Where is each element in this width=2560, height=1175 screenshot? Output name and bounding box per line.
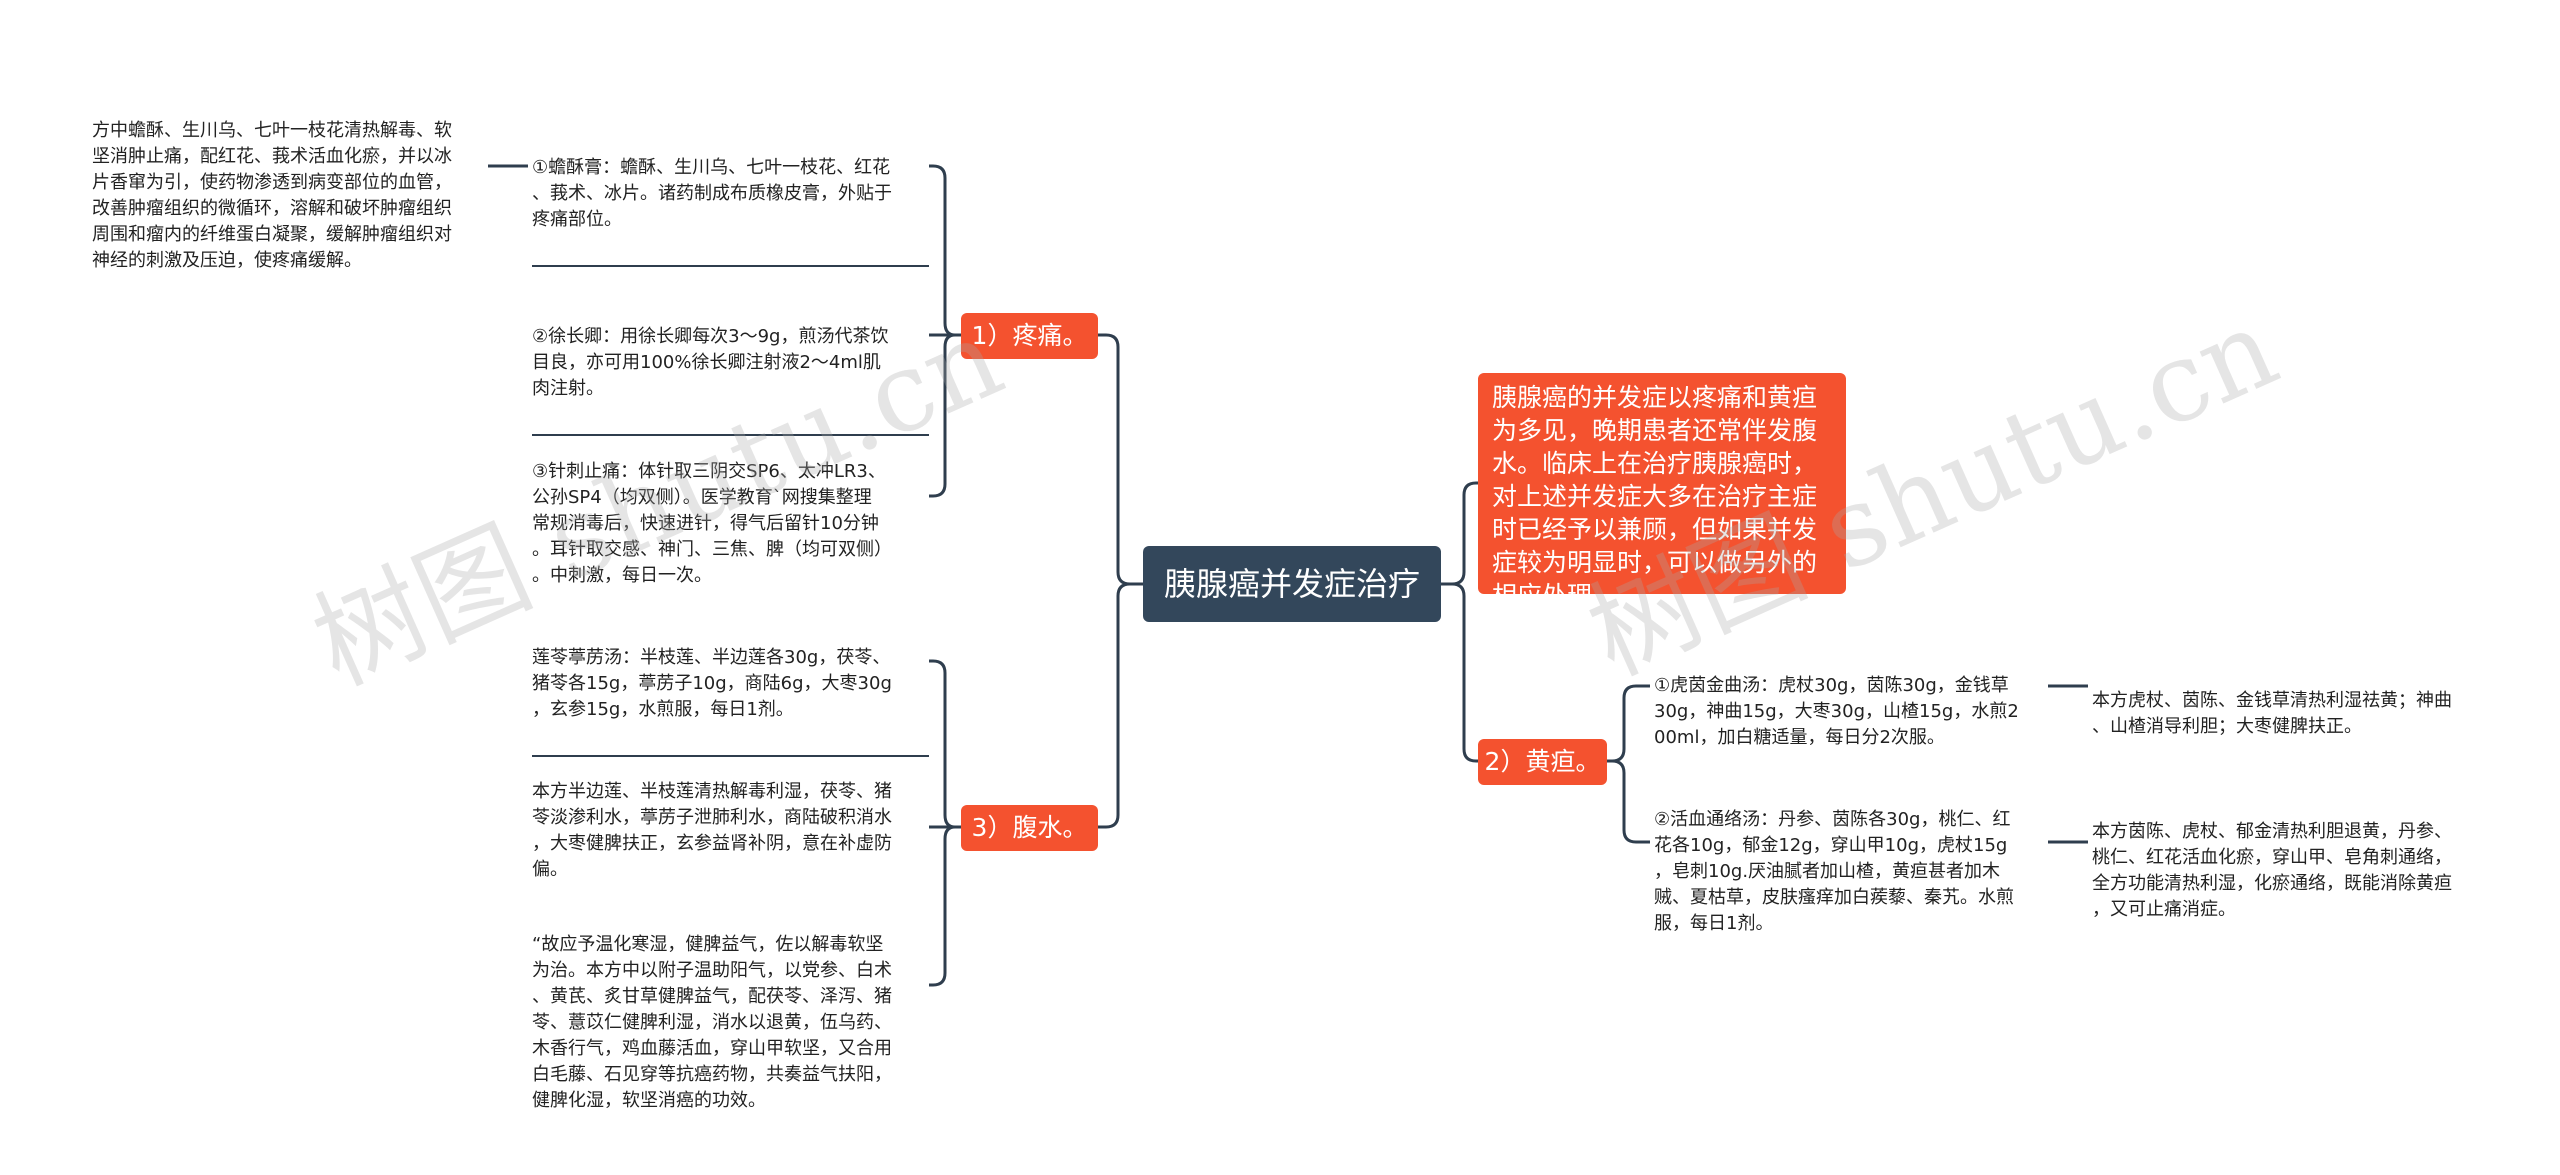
pain-leaf-xuchangqing-text: ②徐长卿：用徐长卿每次3～9g，煎汤代茶饮 目良，亦可用100%徐长卿注射液2～… xyxy=(532,326,889,399)
branch-ascites[interactable]: 3）腹水。 xyxy=(961,805,1098,851)
ascites-leaf-method[interactable]: “故应予温化寒湿，健脾益气，佐以解毒软坚 为治。本方中以附子温助阳气，以党参、白… xyxy=(532,906,929,1114)
jaundice-leaf-huyin-note[interactable]: 本方虎杖、茵陈、金钱草清热利湿祛黄；神曲 、山楂消导利胆；大枣健脾扶正。 xyxy=(2092,662,2494,740)
jaundice-leaf-huyin-note-text: 本方虎杖、茵陈、金钱草清热利湿祛黄；神曲 、山楂消导利胆；大枣健脾扶正。 xyxy=(2092,690,2452,737)
jaundice-leaf-huyin[interactable]: ①虎茵金曲汤：虎杖30g，茵陈30g，金钱草 30g，神曲15g，大枣30g，山… xyxy=(1654,647,2048,751)
link-root-ascites xyxy=(1098,582,1143,829)
jaundice-leaf-huoxue-text: ②活血通络汤：丹参、茵陈各30g，桃仁、红 花各10g，郁金12g，穿山甲10g… xyxy=(1654,809,2014,934)
jaundice-leaf-huoxue[interactable]: ②活血通络汤：丹参、茵陈各30g，桃仁、红 花各10g，郁金12g，穿山甲10g… xyxy=(1654,781,2048,937)
pain-leaf-toad-plaster[interactable]: ①蟾酥膏：蟾酥、生川乌、七叶一枝花、红花 、莪术、冰片。诸药制成布质橡皮膏，外贴… xyxy=(532,129,929,267)
jaundice-leaf-huoxue-note-text: 本方茵陈、虎杖、郁金清热利胆退黄，丹参、 桃仁、红花活血化瘀，穿山甲、皂角刺通络… xyxy=(2092,821,2452,920)
link-ascites-leaf3 xyxy=(929,825,961,987)
jaundice-leaf-huyin-text: ①虎茵金曲汤：虎杖30g，茵陈30g，金钱草 30g，神曲15g，大枣30g，山… xyxy=(1654,675,2019,748)
pain-leaf-acupuncture[interactable]: ③针刺止痛：体针取三阴交SP6、太冲LR3、 公孙SP4（均双侧）。医学教育`网… xyxy=(532,433,929,589)
root-topic[interactable]: 胰腺癌并发症治疗 xyxy=(1143,546,1441,622)
underline xyxy=(532,434,929,436)
ascites-leaf-formula-text: 莲苓葶苈汤：半枝莲、半边莲各30g，茯苓、 猪苓各15g，葶苈子10g，商陆6g… xyxy=(532,647,892,720)
ascites-leaf-formula[interactable]: 莲苓葶苈汤：半枝莲、半边莲各30g，茯苓、 猪苓各15g，葶苈子10g，商陆6g… xyxy=(532,619,929,757)
branch-pain[interactable]: 1）疼痛。 xyxy=(961,313,1098,359)
ascites-leaf-method-text: “故应予温化寒湿，健脾益气，佐以解毒软坚 为治。本方中以附子温助阳气，以党参、白… xyxy=(532,934,892,1111)
link-root-jaundice xyxy=(1441,582,1478,763)
link-jaundice-leaf1 xyxy=(1607,684,1650,763)
pain-leaf-acupuncture-text: ③针刺止痛：体针取三阴交SP6、太冲LR3、 公孙SP4（均双侧）。医学教育`网… xyxy=(532,461,892,586)
link-pain-leaf1 xyxy=(929,164,961,337)
pain-leaf-xuchangqing[interactable]: ②徐长卿：用徐长卿每次3～9g，煎汤代茶饮 目良，亦可用100%徐长卿注射液2～… xyxy=(532,298,929,436)
link-jaundice-leaf2 xyxy=(1607,759,1650,844)
pain-leaf-toad-plaster-text: ①蟾酥膏：蟾酥、生川乌、七叶一枝花、红花 、莪术、冰片。诸药制成布质橡皮膏，外贴… xyxy=(532,157,892,230)
branch-jaundice[interactable]: 2）黄疸。 xyxy=(1478,739,1607,785)
ascites-leaf-explanation[interactable]: 本方半边莲、半枝莲清热解毒利湿，茯苓、猪 苓淡渗利水，葶苈子泄肺利水，商陆破积消… xyxy=(532,753,929,883)
link-root-pain xyxy=(1098,333,1143,586)
pain-leaf-toad-note[interactable]: 方中蟾酥、生川乌、七叶一枝花清热解毒、软 坚消肿止痛，配红花、莪术活血化瘀，并以… xyxy=(92,92,488,274)
underline xyxy=(532,755,929,757)
link-ascites-leaf1 xyxy=(929,659,961,829)
summary-node[interactable]: 胰腺癌的并发症以疼痛和黄疸为多见，晚期患者还常伴发腹水。临床上在治疗胰腺癌时，对… xyxy=(1478,373,1846,610)
link-root-summary xyxy=(1441,481,1478,586)
jaundice-leaf-huoxue-note[interactable]: 本方茵陈、虎杖、郁金清热利胆退黄，丹参、 桃仁、红花活血化瘀，穿山甲、皂角刺通络… xyxy=(2092,793,2494,923)
ascites-leaf-explanation-text: 本方半边莲、半枝莲清热解毒利湿，茯苓、猪 苓淡渗利水，葶苈子泄肺利水，商陆破积消… xyxy=(532,781,892,880)
link-pain-leaf3 xyxy=(929,333,961,498)
pain-leaf-toad-note-text: 方中蟾酥、生川乌、七叶一枝花清热解毒、软 坚消肿止痛，配红花、莪术活血化瘀，并以… xyxy=(92,120,452,271)
underline xyxy=(532,265,929,267)
